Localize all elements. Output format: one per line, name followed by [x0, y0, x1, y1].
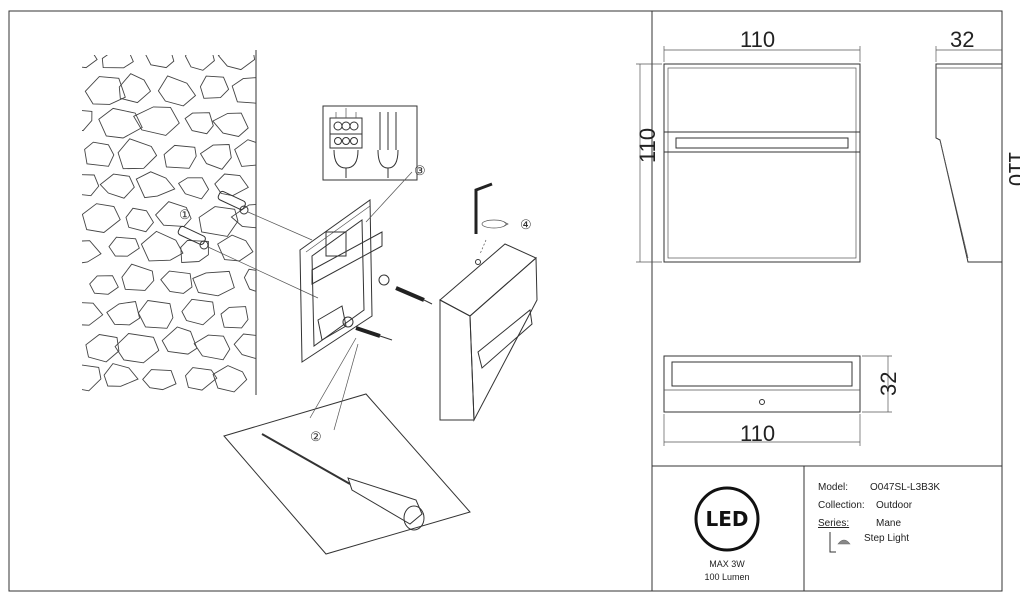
wall-stone [212, 365, 248, 393]
collection-value: Outdoor [876, 500, 913, 511]
wall-stone [217, 234, 254, 262]
front-height-dimension: 110 [635, 128, 660, 163]
wiring-callout [322, 105, 418, 223]
series-value: Mane [876, 518, 901, 529]
collection-label: Collection: [818, 500, 865, 511]
wall-stone [114, 333, 160, 364]
step-light-icon [829, 532, 851, 553]
stone-wall [82, 50, 257, 395]
wall-stone [220, 306, 249, 329]
wall-stone [103, 363, 139, 387]
screw-upper [378, 274, 433, 305]
wall-anchor-upper [217, 190, 249, 215]
wall-stone [82, 55, 98, 69]
wall-stone [243, 268, 256, 292]
step-2-label: ② [310, 430, 322, 445]
front-width-dimension: 110 [740, 27, 775, 52]
lumen-rating: 100 Lumen [704, 572, 749, 582]
type-value: Step Light [864, 533, 909, 544]
wall-stone [140, 230, 184, 262]
wall-stone [157, 75, 197, 107]
wall-stone [82, 240, 102, 264]
series-label: Series: [818, 518, 849, 529]
bottom-view [663, 355, 892, 446]
wall-stone [135, 171, 176, 199]
led-logo-circle [694, 486, 760, 552]
wall-stone [125, 207, 155, 233]
light-fixture [439, 243, 538, 422]
wall-stone [234, 139, 256, 167]
wall-stone [118, 73, 152, 104]
bottom-width-dimension: 110 [740, 421, 775, 446]
wall-stone [199, 75, 230, 99]
wall-stone [184, 55, 215, 71]
wall-stone [101, 55, 134, 69]
wall-stone [82, 203, 121, 233]
wall-stone [82, 364, 102, 392]
wall-stone [163, 144, 197, 169]
side-depth-dimension: 32 [950, 27, 974, 52]
wall-stone [180, 239, 209, 263]
wall-stone [184, 112, 214, 135]
wall-stone [133, 106, 180, 136]
wall-stone [121, 263, 155, 291]
step-3-label: ③ [414, 164, 426, 179]
wall-stone [99, 173, 135, 199]
wall-stone [198, 206, 239, 237]
wall-stone [82, 110, 93, 132]
side-height-dimension: 110 [1004, 151, 1020, 186]
wall-stone [85, 334, 120, 363]
wall-stone [192, 270, 235, 297]
wall-stone [106, 300, 141, 326]
wall-stone [212, 112, 249, 137]
wall-stone [82, 302, 104, 326]
screw-lower [342, 316, 393, 341]
sheet-border [8, 10, 1003, 592]
wall-stone [108, 236, 140, 257]
wall-anchor-lower [177, 225, 209, 250]
wall-stone [230, 204, 256, 229]
front-view [636, 46, 861, 263]
wall-stone [145, 55, 175, 69]
wall-stone [177, 177, 210, 200]
step-1-label: ① [179, 208, 191, 223]
wall-stone [82, 174, 100, 197]
wall-stone [181, 298, 216, 326]
step-4-label: ④ [520, 218, 532, 233]
wall-stone [193, 334, 231, 361]
led-logo-text: LED [705, 507, 748, 531]
wall-stone [231, 77, 256, 104]
model-value: O047SL-L3B3K [870, 482, 940, 493]
wall-stone [160, 270, 193, 294]
allen-key [474, 182, 509, 255]
wall-stone [233, 333, 256, 360]
title-block [651, 465, 1003, 592]
power-rating: MAX 3W [709, 559, 745, 569]
wall-stone [217, 55, 256, 71]
screwdriver [223, 337, 471, 555]
wall-stone [84, 141, 115, 167]
wall-stone [89, 275, 119, 295]
wall-stone [98, 107, 143, 139]
wall-stone [117, 138, 158, 170]
bottom-depth-dimension: 32 [876, 372, 901, 396]
wall-stone [161, 326, 198, 355]
model-label: Model: [818, 482, 848, 493]
wall-stone [142, 369, 177, 391]
wall-stone [185, 367, 218, 391]
wall-stone [137, 300, 174, 329]
wall-stone [84, 76, 126, 105]
side-view [935, 46, 1003, 263]
wall-stone [199, 144, 232, 170]
mounting-bracket [299, 199, 383, 363]
